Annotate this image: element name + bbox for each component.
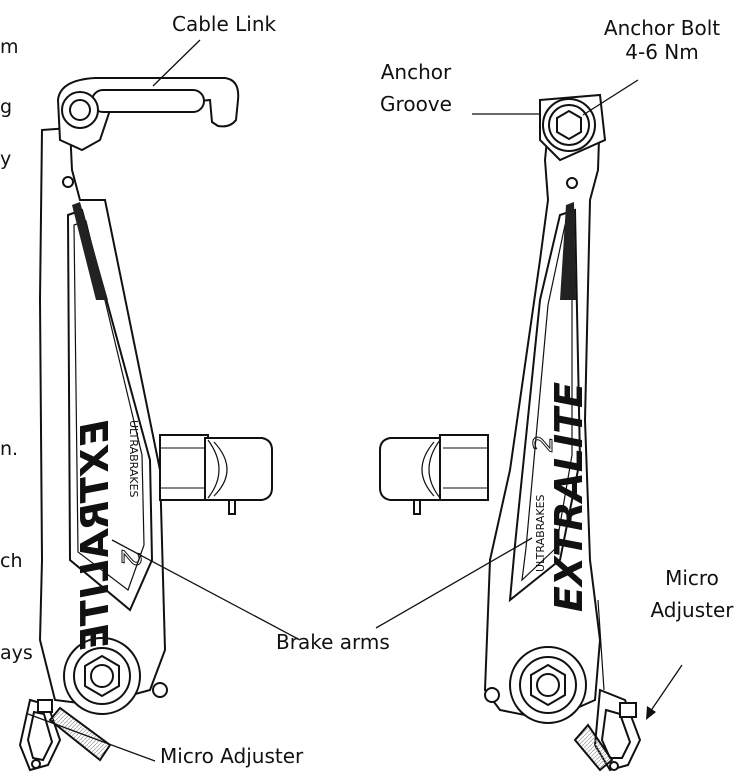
left-logo-series: ULTRABRAKES [127,420,140,498]
left-logo-product: EXTRALITE [73,420,117,650]
label-micro-adjuster-bottom: Micro Adjuster [160,744,304,768]
right-logo-generation: 2 [529,435,559,452]
label-anchor-bolt: Anchor Bolt 4-6 Nm [592,16,732,64]
brake-arms-leader-left [111,539,301,641]
left-logo-generation: 2 [115,550,145,567]
label-anchor-groove-line2: Groove [380,92,452,116]
right-brand-logo: EXTRALITE ULTRABRAKES 2 [529,382,592,612]
right-brake-arm [379,93,642,772]
cropped-text-2: y [0,148,12,170]
cropped-text-4: ch [0,550,23,572]
micro-adjuster-right-arrowhead [646,706,656,720]
micro-adjuster-right-leader [649,664,683,713]
cable-link-leader [152,39,201,87]
label-cable-link: Cable Link [172,12,277,36]
cropped-text-5: ays [0,642,33,664]
right-brake-pad [379,434,489,515]
cropped-text-0: m [0,36,19,58]
right-logo-series: ULTRABRAKES [534,494,547,572]
left-brake-arm [18,77,273,772]
right-logo-product: EXTRALITE [547,382,591,612]
cropped-text-3: n. [0,438,19,460]
left-brand-logo: EXTRALITE ULTRABRAKES 2 [73,420,146,650]
label-anchor-groove: Anchor Groove [368,60,464,116]
label-anchor-groove-line1: Anchor [380,60,452,84]
left-brake-pad [159,434,273,515]
label-micro-adjuster-right: Micro Adjuster [640,566,744,622]
micro-adjuster-leader [27,713,156,762]
anchor-bolt-leader [582,79,639,116]
label-micro-adjuster-right-line2: Adjuster [650,598,734,622]
label-anchor-bolt-line2: 4-6 Nm [625,40,699,64]
label-micro-adjuster-right-line1: Micro [665,566,719,590]
label-brake-arms: Brake arms [276,630,390,654]
brake-arms-leader-right [375,537,533,629]
leader-lines [27,39,683,762]
right-arm-recess [508,208,582,603]
label-anchor-bolt-line1: Anchor Bolt [603,16,721,40]
cropped-text-1: g [0,96,13,118]
